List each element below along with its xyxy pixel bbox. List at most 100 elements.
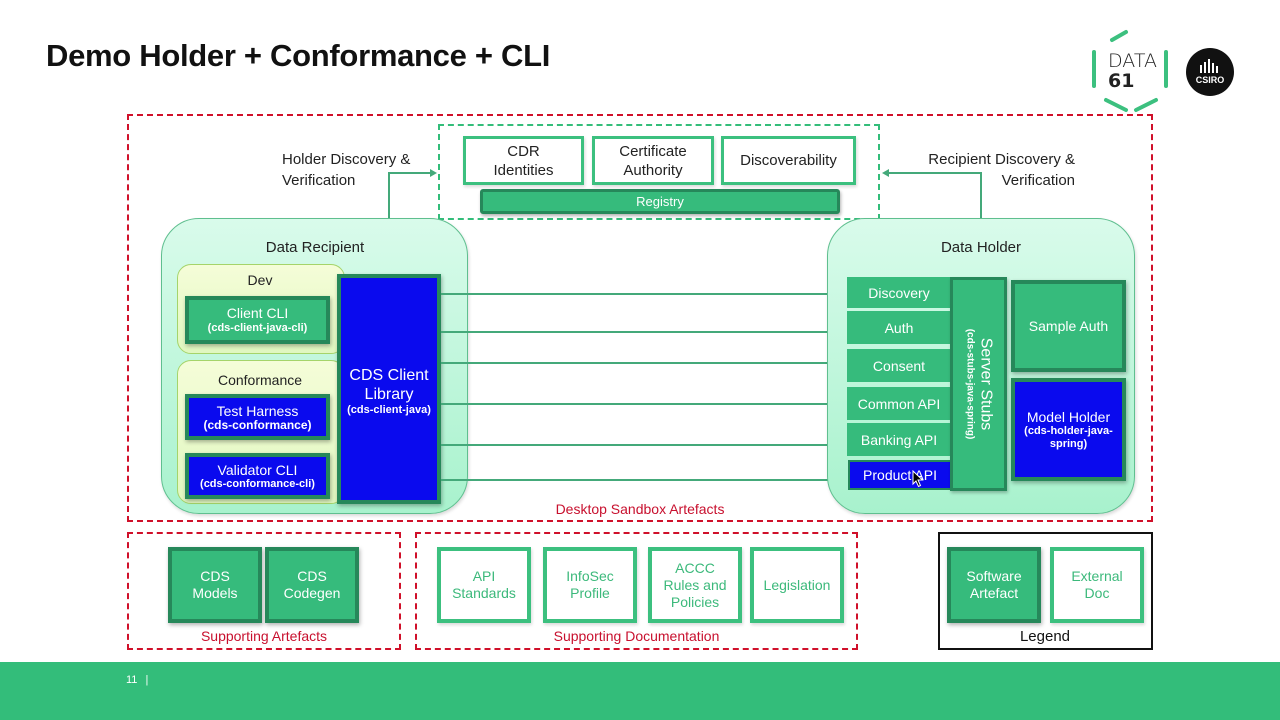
api-banking: Banking API [847, 423, 951, 456]
legend-software-artefact: Software Artefact [947, 547, 1041, 623]
client-cli-name: Client CLI [226, 305, 289, 321]
cds-client-library-box: CDS Client Library (cds-client-java) [337, 274, 441, 504]
legend-software-label-2: Artefact [969, 585, 1019, 601]
cds-models-box: CDS Models [168, 547, 262, 623]
api-standards-box: API Standards [437, 547, 531, 623]
infosec-profile-box: InfoSec Profile [543, 547, 637, 623]
recipient-discovery-line2: Verification [1001, 172, 1075, 189]
cdr-identities-label-2: Identities [493, 161, 554, 179]
test-harness-repo: (cds-conformance) [203, 417, 312, 432]
recipient-discovery-arrow-vertical [980, 172, 982, 220]
cds-codegen-label-1: CDS [297, 568, 327, 584]
test-harness-name: Test Harness [216, 402, 299, 419]
slide-title: Demo Holder + Conformance + CLI [46, 38, 551, 73]
data61-logo: DATA 61 [1090, 28, 1172, 114]
cds-codegen-box: CDS Codegen [265, 547, 359, 623]
legend-software-label-1: Software [966, 568, 1022, 584]
sample-auth-label: Sample Auth [1028, 317, 1109, 334]
data-holder-title: Data Holder [940, 239, 1022, 256]
model-holder-repo-2: spring) [1049, 437, 1088, 450]
server-stubs-name: Server Stubs [977, 337, 994, 431]
registry-label: Registry [636, 194, 684, 209]
api-auth: Auth [847, 311, 951, 344]
validator-cli-name: Validator CLI [217, 461, 298, 478]
api-common: Common API [847, 387, 951, 420]
model-holder-name: Model Holder [1026, 408, 1111, 425]
discoverability-box: Discoverability [721, 136, 856, 185]
sample-auth-box: Sample Auth [1011, 280, 1126, 372]
data-recipient-title: Data Recipient [265, 239, 365, 256]
cds-codegen-label-2: Codegen [283, 585, 341, 601]
legend-box [938, 532, 1153, 650]
api-discovery: Discovery [847, 277, 951, 308]
supporting-documentation-caption: Supporting Documentation [553, 628, 720, 644]
api-consent: Consent [847, 349, 951, 382]
accc-rules-label-3: Policies [670, 593, 720, 610]
discoverability-label: Discoverability [740, 152, 837, 169]
registry-group-boundary [438, 124, 880, 220]
api-standards-label-2: Standards [452, 585, 516, 601]
recipient-discovery-line1: Recipient Discovery & [928, 151, 1075, 168]
connector-discovery [441, 293, 848, 295]
recipient-discovery-label: Recipient Discovery & Verification [905, 149, 1075, 191]
arrow-head-left-icon [882, 169, 889, 177]
csiro-text: CSIRO [1195, 75, 1225, 85]
holder-discovery-label: Holder Discovery & Verification [282, 149, 432, 191]
data61-text-line2: 61 [1108, 70, 1135, 92]
desktop-sandbox-boundary [127, 114, 1153, 522]
legend-caption: Legend [1019, 628, 1071, 645]
arrow-head-right-icon [430, 169, 437, 177]
holder-discovery-line1: Holder Discovery & [282, 151, 411, 168]
connector-auth [441, 331, 848, 333]
client-cli-box: Client CLI (cds-client-java-cli) [185, 296, 330, 344]
accc-rules-label-1: ACCC [675, 559, 715, 576]
page-number-value: 11 [126, 674, 138, 686]
connector-banking-api [441, 444, 848, 446]
legend-external-doc: External Doc [1050, 547, 1144, 623]
cds-client-library-name-1: CDS Client [349, 367, 429, 384]
conformance-group-title: Conformance [217, 372, 303, 388]
infosec-profile-label-1: InfoSec [566, 568, 614, 584]
connector-product-api [441, 479, 848, 481]
server-stubs-repo: (cds-stubs-java-spring) [964, 328, 975, 440]
csiro-logo: CSIRO [1186, 48, 1234, 96]
cds-client-library-name-2: Library [364, 386, 414, 403]
connector-common-api [441, 403, 848, 405]
legend-external-label-2: Doc [1084, 585, 1110, 601]
mouse-cursor-icon [912, 470, 924, 488]
model-holder-box: Model Holder (cds-holder-java- spring) [1011, 378, 1126, 481]
accc-rules-label-2: Rules and [663, 576, 727, 593]
connector-consent [441, 362, 848, 364]
validator-cli-repo: (cds-conformance-cli) [200, 477, 315, 490]
page-number-separator: | [145, 674, 149, 686]
certificate-authority-label-1: Certificate [619, 142, 687, 160]
validator-cli-box: Validator CLI (cds-conformance-cli) [185, 453, 330, 499]
hexagon-icon [1092, 30, 1168, 112]
api-standards-label-1: API [472, 568, 496, 584]
accc-rules-box: ACCC Rules and Policies [648, 547, 742, 623]
footer-bar [0, 662, 1280, 720]
server-stubs-box: Server Stubs (cds-stubs-java-spring) [950, 277, 1007, 491]
legislation-label: Legislation [763, 576, 831, 593]
certificate-authority-box: Certificate Authority [592, 136, 714, 185]
cds-models-label-2: Models [192, 585, 238, 601]
test-harness-box: Test Harness (cds-conformance) [185, 394, 330, 440]
holder-discovery-line2: Verification [282, 172, 356, 189]
client-cli-repo: (cds-client-java-cli) [207, 322, 308, 334]
supporting-documentation-boundary [415, 532, 858, 650]
holder-discovery-arrow-horizontal [388, 172, 434, 174]
certificate-authority-label-2: Authority [623, 161, 683, 179]
supporting-artefacts-caption: Supporting Artefacts [200, 628, 328, 644]
supporting-artefacts-boundary [127, 532, 401, 650]
recipient-discovery-arrow-horizontal [888, 172, 981, 174]
api-product: Product API [848, 460, 952, 490]
data61-text-line1: DATA [1108, 50, 1157, 72]
infosec-profile-label-2: Profile [570, 585, 610, 601]
legend-external-label-1: External [1071, 568, 1123, 584]
model-holder-repo-1: (cds-holder-java- [1024, 424, 1113, 437]
csiro-bars-icon [1200, 59, 1218, 73]
cdr-identities-box: CDR Identities [463, 136, 584, 185]
page-number: 11 | [126, 674, 148, 686]
cds-client-library-repo: (cds-client-java) [347, 404, 431, 416]
legislation-box: Legislation [750, 547, 844, 623]
